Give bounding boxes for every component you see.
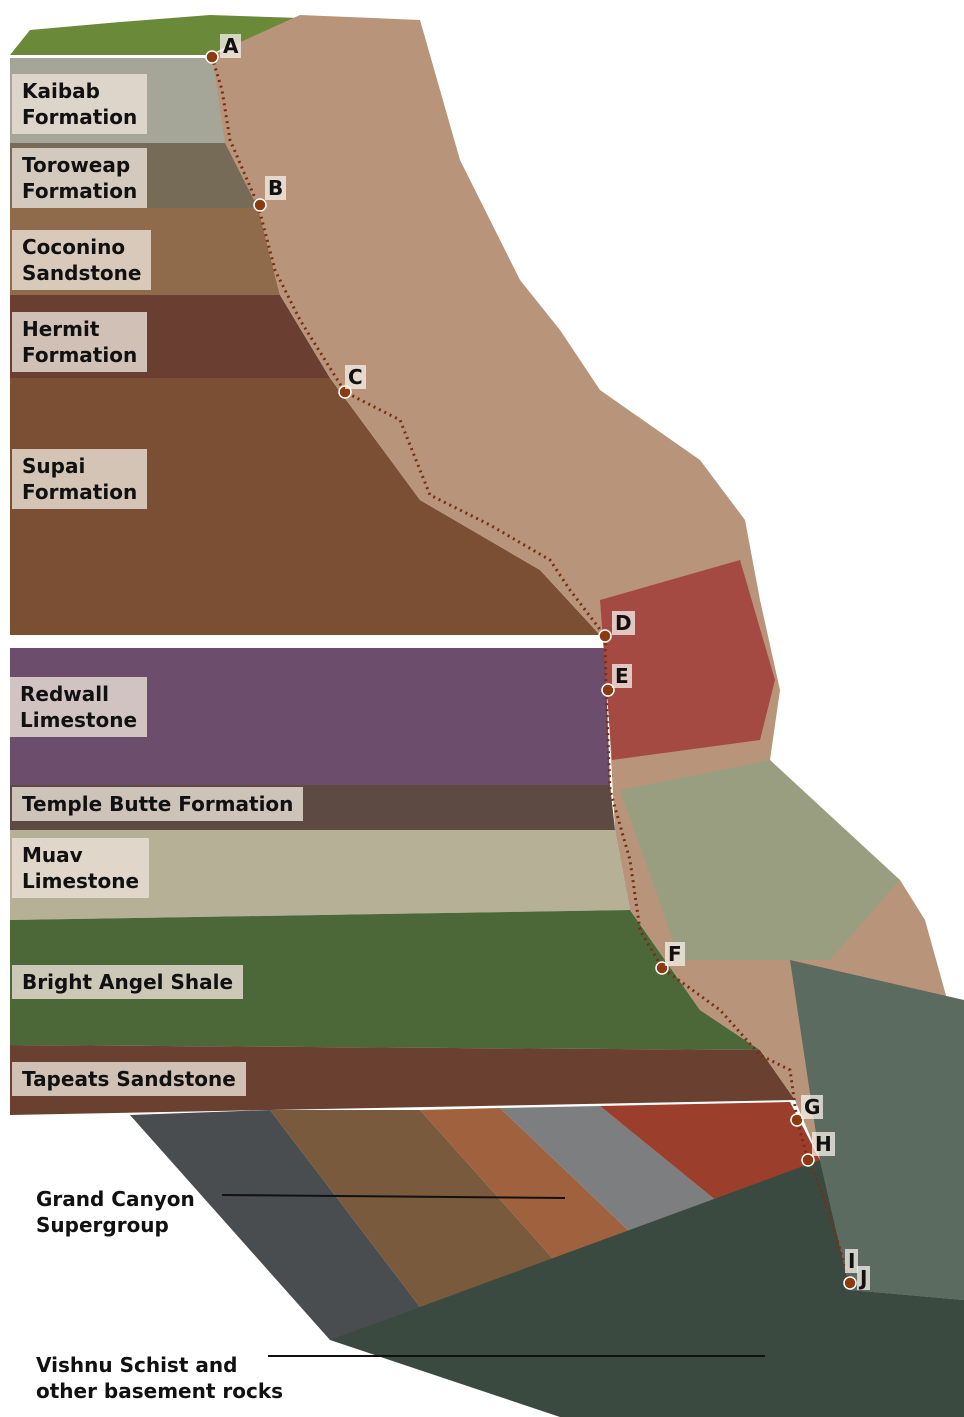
label-redwall-limestone: Redwall Limestone: [10, 677, 147, 737]
point-b-marker: [254, 199, 266, 211]
label-supai-formation: Supai Formation: [12, 449, 147, 509]
label-vishnu-schist: Vishnu Schist and other basement rocks: [36, 1352, 283, 1404]
label-tapeats-sandstone: Tapeats Sandstone: [12, 1062, 246, 1096]
point-a-label: A: [220, 34, 241, 58]
point-a-marker: [206, 51, 218, 63]
point-b-label: B: [265, 176, 286, 200]
label-muav-limestone: Muav Limestone: [12, 838, 149, 898]
point-d-label: D: [612, 611, 635, 635]
point-g-label: G: [801, 1095, 823, 1119]
label-coconino-sandstone: Coconino Sandstone: [12, 230, 151, 290]
point-h-label: H: [812, 1132, 835, 1156]
point-j-label: J: [857, 1266, 870, 1290]
point-e-label: E: [612, 664, 632, 688]
label-bright-angel-shale: Bright Angel Shale: [12, 965, 243, 999]
label-kaibab-formation: Kaibab Formation: [12, 74, 147, 134]
point-c-label: C: [345, 365, 366, 389]
point-j-marker: [844, 1277, 856, 1289]
label-toroweap-formation: Toroweap Formation: [12, 148, 147, 208]
label-temple-butte-formation: Temple Butte Formation: [12, 787, 303, 821]
point-f-label: F: [665, 942, 685, 966]
point-d-marker: [599, 630, 611, 642]
label-grand-canyon-supergroup: Grand Canyon Supergroup: [36, 1186, 195, 1238]
label-hermit-formation: Hermit Formation: [12, 312, 147, 372]
